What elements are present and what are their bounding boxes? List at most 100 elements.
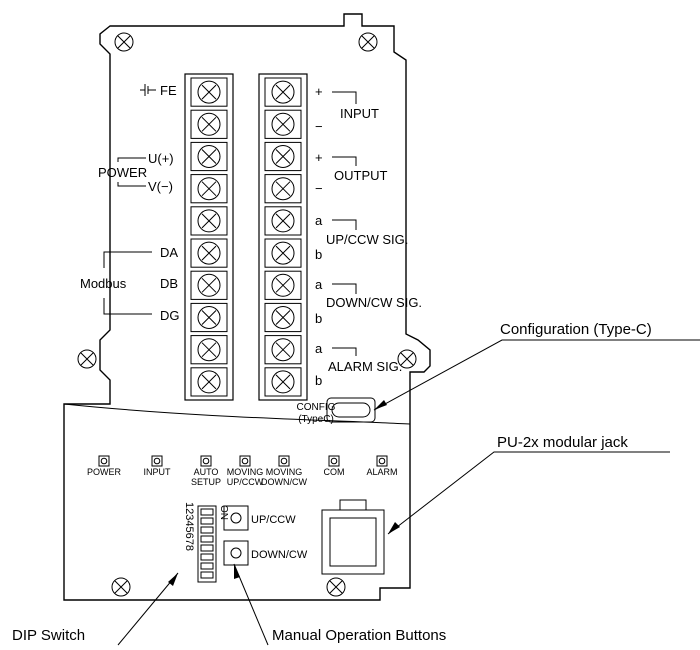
label-down-b: b <box>315 311 322 326</box>
modular-jack-latch <box>339 499 367 510</box>
label-v-minus: V(−) <box>148 179 173 194</box>
dip-slot[interactable] <box>200 508 214 516</box>
led-indicator <box>151 455 163 467</box>
up-sig-bracket <box>332 219 357 230</box>
label-output-plus: + <box>315 150 323 165</box>
screw-icon <box>358 32 378 52</box>
callout-modular-jack: PU-2x modular jack <box>497 434 628 451</box>
terminal-screw[interactable] <box>190 335 228 365</box>
label-db: DB <box>160 276 178 291</box>
terminal-block-left <box>184 73 234 401</box>
label-output: OUTPUT <box>334 168 388 183</box>
dip-switch-body <box>197 505 217 583</box>
terminal-screw[interactable] <box>264 302 302 333</box>
callout-manual-buttons-leader <box>233 563 269 646</box>
label-input: INPUT <box>340 106 379 121</box>
output-bracket <box>332 156 357 166</box>
modbus-bracket <box>103 251 152 315</box>
config-label-line2: (TypeC) <box>298 414 334 425</box>
alarm-sig-bracket <box>332 347 357 356</box>
dip-numbers: 12345678 <box>183 502 195 551</box>
arrowhead-icon <box>374 400 387 410</box>
terminal-screw[interactable] <box>264 206 302 236</box>
label-alarm-b: b <box>315 373 322 388</box>
terminal-screw[interactable] <box>190 141 228 172</box>
arrowhead-icon <box>234 564 240 579</box>
usb-c-port-inner <box>331 402 371 418</box>
led-label: MOVING <box>227 467 264 477</box>
label-down-sig: DOWN/CW SIG. <box>326 295 422 310</box>
terminal-screw[interactable] <box>190 270 228 300</box>
label-input-plus: + <box>315 84 323 99</box>
led-label: ALARM <box>366 467 397 477</box>
terminal-screw[interactable] <box>264 367 302 397</box>
terminal-screw[interactable] <box>190 77 228 107</box>
label-fe: FE <box>160 83 177 98</box>
screw-icon <box>326 577 346 597</box>
modular-jack-outer <box>321 509 385 575</box>
dip-switch-slots <box>200 508 214 579</box>
up-ccw-button[interactable] <box>223 505 249 531</box>
terminal-screw[interactable] <box>264 77 302 107</box>
label-alarm-sig: ALARM SIG. <box>328 359 402 374</box>
screw-icon <box>397 349 417 369</box>
label-dg: DG <box>160 308 180 323</box>
led-indicator <box>278 455 290 467</box>
modular-jack[interactable] <box>321 499 385 575</box>
led-label: POWER <box>87 467 122 477</box>
terminal-screw[interactable] <box>264 174 302 204</box>
led-label: DOWN/CW <box>261 477 307 487</box>
label-up-a: a <box>315 213 323 228</box>
dip-slot[interactable] <box>200 526 214 534</box>
led-indicator <box>376 455 388 467</box>
board-outline <box>63 13 431 601</box>
label-da: DA <box>160 245 178 260</box>
mounting-screws <box>77 32 417 597</box>
terminal-screw[interactable] <box>190 109 228 139</box>
dip-slot[interactable] <box>200 544 214 552</box>
dip-switch[interactable] <box>197 505 217 583</box>
led-label: AUTO <box>194 467 219 477</box>
arrowhead-icon <box>168 573 178 586</box>
callout-dip-switch-leader <box>117 572 179 646</box>
terminal-screw[interactable] <box>190 238 228 268</box>
terminal-screw[interactable] <box>190 367 228 397</box>
led-indicator <box>239 455 251 467</box>
screw-icon <box>114 32 134 52</box>
terminal-block-frame <box>184 73 234 401</box>
down-cw-label: DOWN/CW <box>251 549 308 561</box>
terminal-screw[interactable] <box>264 238 302 268</box>
callout-configuration: Configuration (Type-C) <box>500 321 652 338</box>
label-up-b: b <box>315 247 322 262</box>
config-label-line1: CONFIG <box>297 402 336 413</box>
label-output-minus: − <box>315 181 323 196</box>
terminal-screw[interactable] <box>190 174 228 204</box>
dip-slot[interactable] <box>200 562 214 570</box>
down-cw-button[interactable] <box>223 540 249 566</box>
terminal-screw[interactable] <box>264 109 302 139</box>
terminal-screw[interactable] <box>264 335 302 365</box>
screw-icon <box>111 577 131 597</box>
terminal-screw[interactable] <box>190 302 228 333</box>
label-u-plus: U(+) <box>148 151 174 166</box>
led-indicator <box>328 455 340 467</box>
dip-slot[interactable] <box>200 517 214 525</box>
callout-configuration-leader <box>373 339 700 411</box>
modular-jack-inner <box>329 517 377 567</box>
dip-slot[interactable] <box>200 553 214 561</box>
label-alarm-a: a <box>315 341 323 356</box>
terminal-screw[interactable] <box>264 141 302 172</box>
terminal-block-right <box>258 73 308 401</box>
label-modbus: Modbus <box>80 276 127 291</box>
dip-slot[interactable] <box>200 535 214 543</box>
led-indicator <box>200 455 212 467</box>
terminal-screw[interactable] <box>264 270 302 300</box>
led-label: UP/CCW <box>227 477 264 487</box>
led-label: INPUT <box>144 467 172 477</box>
terminal-screw[interactable] <box>190 206 228 236</box>
led-label: SETUP <box>191 477 221 487</box>
dip-slot[interactable] <box>200 571 214 579</box>
terminal-block-frame <box>258 73 308 401</box>
